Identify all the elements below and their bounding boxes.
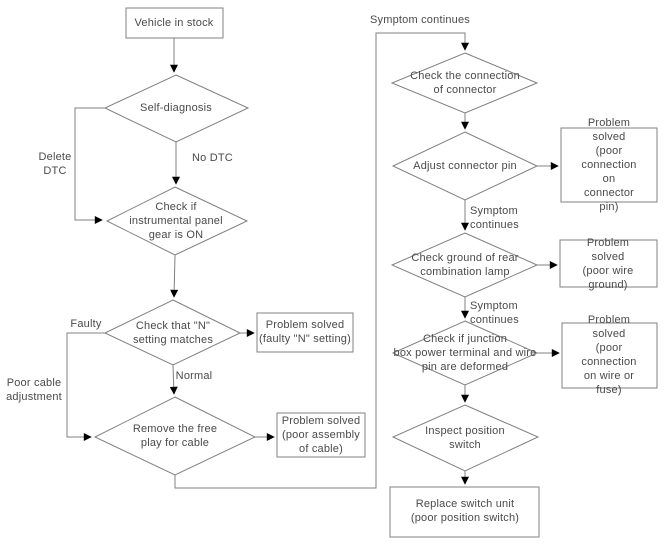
edge-normal [169,364,178,395]
edge-symptom-continues-to-right-column [174,32,469,489]
node-vehicle-in-stock-label: Vehicle in stock [134,17,214,29]
edge-label-faulty: Faulty [70,318,102,330]
edge-label-normal: Normal [175,370,213,382]
node-problem-connector-pin-label: Problem solved (poor connection on conne… [581,117,637,213]
node-remove-free-play-label: Remove the free play for cable [132,423,218,449]
box-replace-switch-unit [389,486,540,538]
box-problem-wire-fuse [561,322,658,389]
node-inspect-position-switch-label: Inspect position switch [425,425,505,451]
box-problem-connector-pin [560,127,658,203]
diamond-check-junction-box [391,320,539,386]
edge-delete-dtc-loop [74,107,105,224]
box-problem-faulty-n [256,312,354,353]
box-problem-poor-assembly [276,412,366,458]
edge-poor-cable-adjustment-loop [66,332,105,441]
node-problem-faulty-n-label: Problem solved (faulty "N" setting) [259,319,351,345]
edge-label-delete-dtc: Delete DTC [38,151,72,177]
edge-label-symptom-continues-1: Symptom continues [470,205,519,231]
node-self-diagnosis-label: Self-diagnosis [140,102,212,114]
edge-label-no-dtc: No DTC [192,152,233,164]
node-check-instrumental-label: Check if instrumental panel gear is ON [129,201,223,241]
node-check-ground-rear-label: Check ground of rear combination lamp [411,252,519,278]
node-check-junction-box-label: Check if junction box power terminal and… [393,333,537,373]
diamond-inspect-position-switch [391,404,540,472]
diamond-adjust-connector-pin [391,131,539,201]
edge-instrumental-to-check-n [170,254,179,298]
box-problem-wire-ground [559,239,658,288]
box-vehicle-in-stock [125,7,224,39]
diamond-remove-free-play [93,396,257,476]
node-check-n-setting-label: Check that "N" setting matches [132,320,214,346]
edge-label-poor-cable-adjustment: Poor cable adjustment [6,377,62,403]
diamond-self-diagnosis [103,74,250,143]
diamond-check-ground-rear [390,232,539,298]
node-problem-wire-fuse-label: Problem solved (poor connection on wire … [581,314,637,396]
node-problem-poor-assembly-label: Problem solved (poor assembly of cable) [281,415,361,455]
diamond-check-connection-connector [390,52,539,114]
edge-label-symptom-continues-2: Symptom continues [470,300,519,326]
node-adjust-connector-pin-label: Adjust connector pin [413,160,517,172]
diamond-check-instrumental-panel [105,186,249,256]
node-check-connection-label: Check the connection of connector [410,70,520,96]
node-replace-switch-unit-label: Replace switch unit (poor position switc… [410,498,520,524]
diamond-check-n-setting [103,299,242,366]
edge-label-symptom-continues-top: Symptom continues [370,14,470,26]
node-problem-wire-ground-label: Problem solved (poor wire ground) [582,237,634,291]
